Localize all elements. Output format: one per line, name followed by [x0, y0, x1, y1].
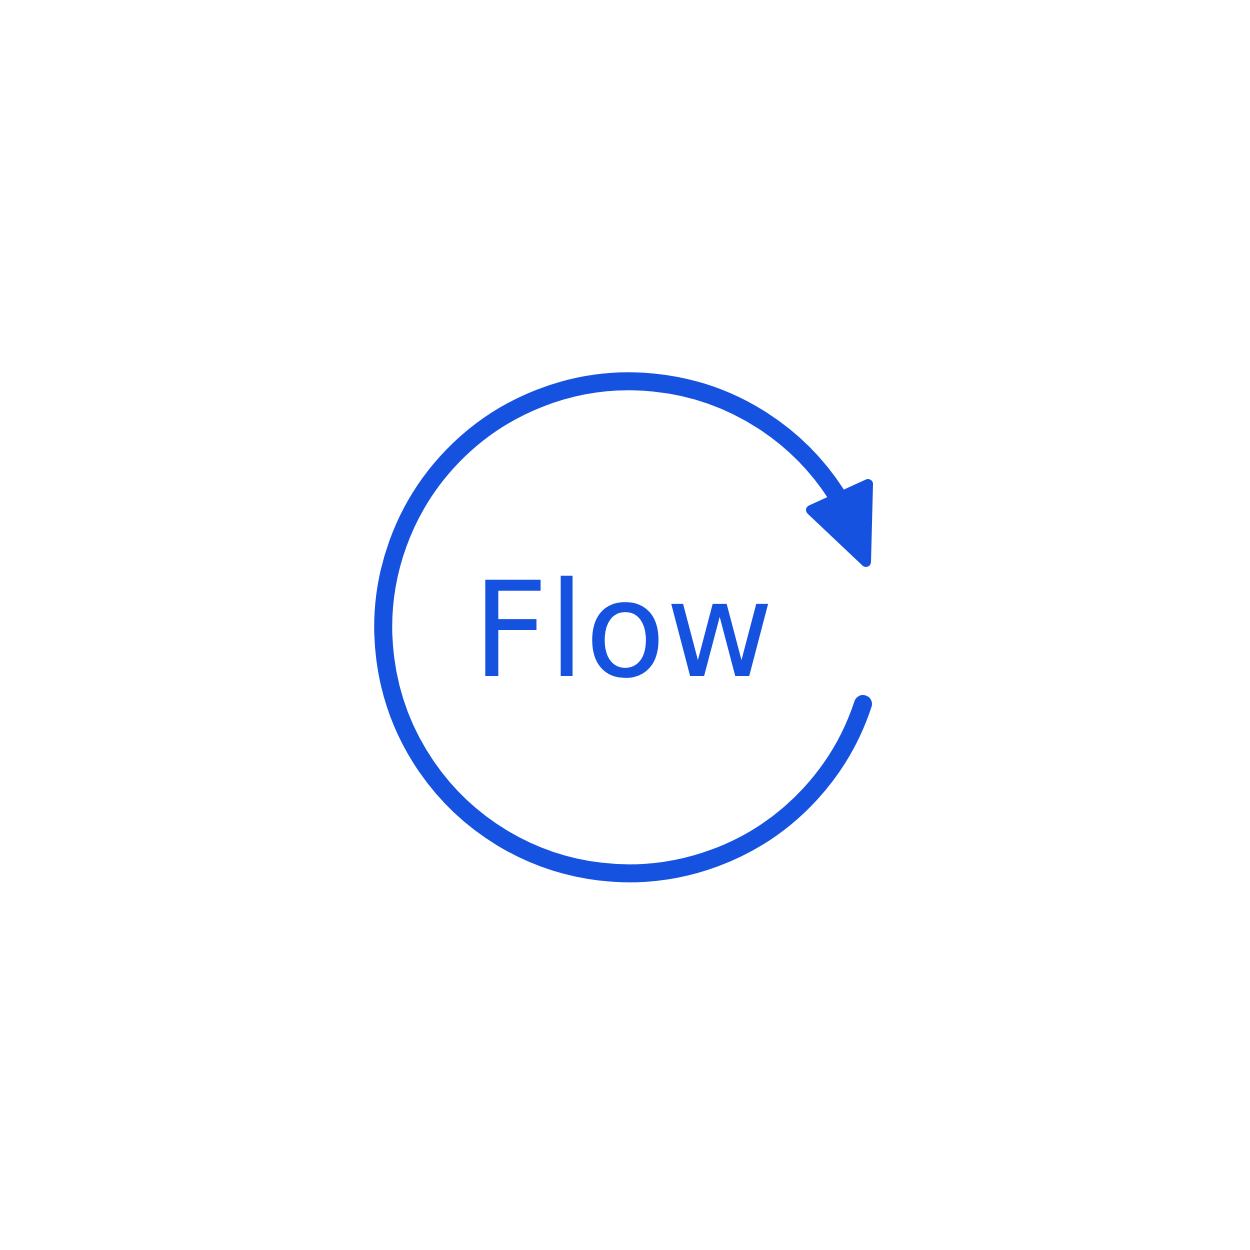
arrow-arc — [374, 372, 872, 883]
arrowhead — [806, 479, 873, 567]
logo-wordmark: Flow — [472, 554, 773, 708]
circular-arrow-icon — [374, 372, 873, 883]
